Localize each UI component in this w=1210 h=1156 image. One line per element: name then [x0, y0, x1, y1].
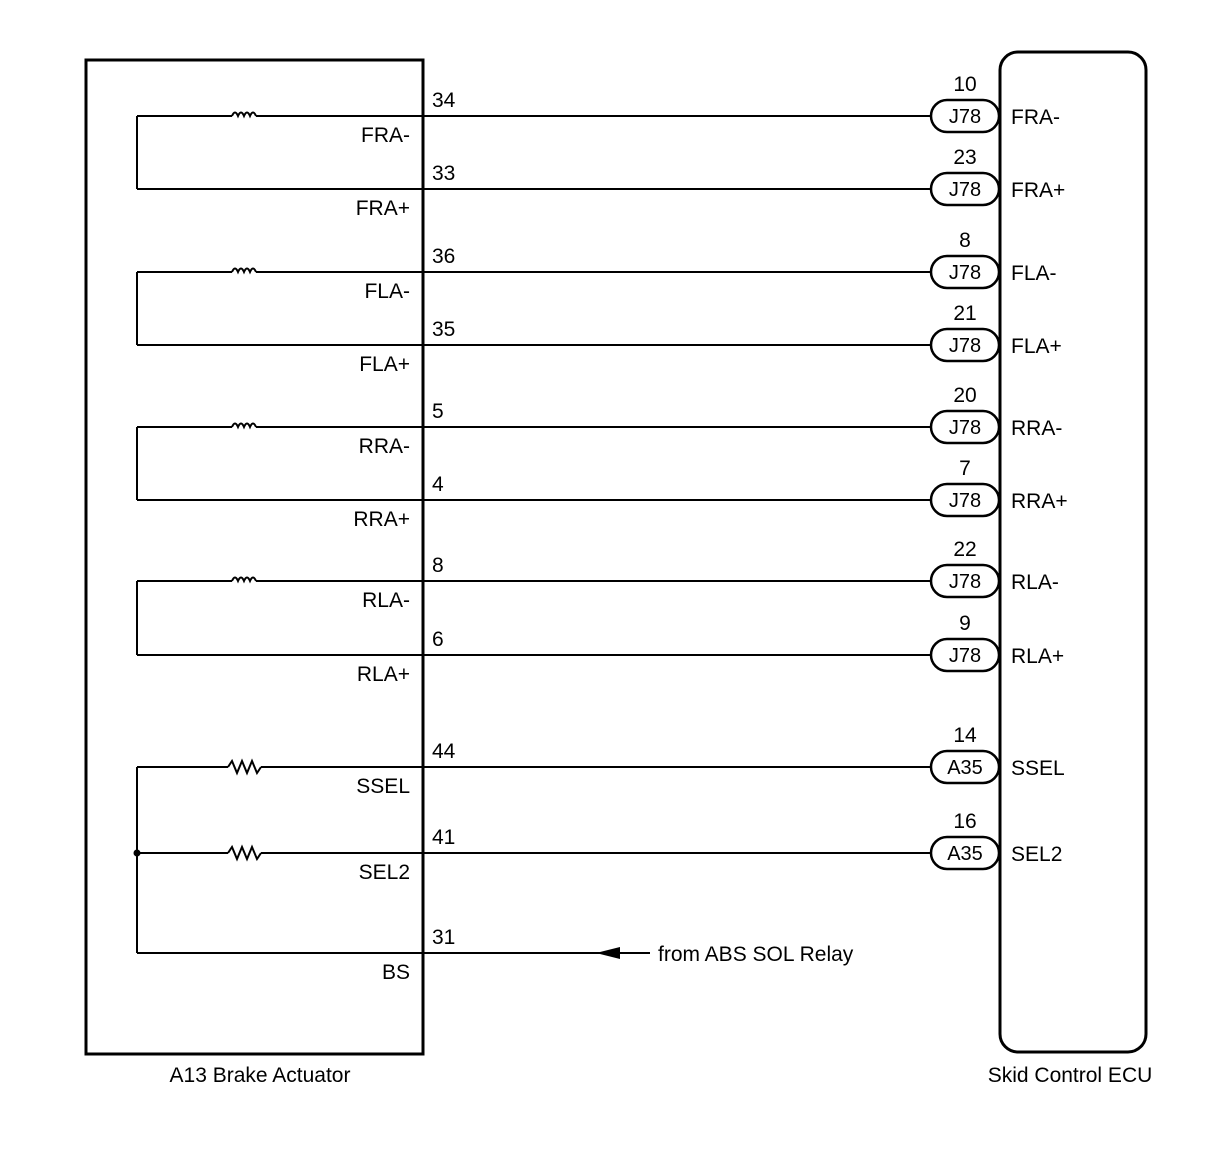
circuit-2-bottom-ecu-pin-number: 21 — [953, 302, 976, 325]
switch-line-2-connector-label: A35 — [947, 843, 983, 865]
circuit-1-top-connector-label: J78 — [949, 106, 981, 128]
circuit-1-top-pin-number: 34 — [432, 89, 456, 112]
circuit-1-bottom-signal-label: FRA+ — [356, 197, 410, 220]
coil-icon — [231, 422, 257, 430]
circuit-4-top-connector — [929, 563, 1001, 599]
relay-arrow-icon — [596, 947, 620, 959]
switch-line-1-pin-number: 44 — [432, 740, 456, 763]
circuit-4-top-ecu-pin-number: 22 — [953, 538, 976, 561]
circuit-4-top-signal-label: RLA- — [362, 589, 410, 612]
circuit-2-bottom-connector — [929, 327, 1001, 363]
circuit-2-bottom-signal-label: FLA+ — [359, 353, 410, 376]
circuit-3-bottom-pin-number: 4 — [432, 473, 444, 496]
circuit-4-top-ecu-signal-label: RLA- — [1011, 571, 1059, 594]
junction-dot — [133, 849, 141, 857]
switch-line-1-signal-label: SSEL — [356, 775, 410, 798]
coil-icon — [231, 576, 257, 584]
bs-pin-number: 31 — [432, 926, 455, 949]
circuit-4-bottom-ecu-signal-label: RLA+ — [1011, 645, 1064, 668]
switch-line-1-ecu-signal-label: SSEL — [1011, 757, 1065, 780]
circuit-2-top-pin-number: 36 — [432, 245, 455, 268]
circuit-3-bottom-connector-label: J78 — [949, 490, 981, 512]
circuit-2-bottom-ecu-signal-label: FLA+ — [1011, 335, 1062, 358]
circuit-1-bottom-connector-label: J78 — [949, 179, 981, 201]
circuit-4-top-connector-label: J78 — [949, 571, 981, 593]
circuit-3-top-pin-number: 5 — [432, 400, 444, 423]
circuit-3-top-ecu-pin-number: 20 — [953, 384, 976, 407]
circuit-1-top-signal-label: FRA- — [361, 124, 410, 147]
circuit-3-bottom-ecu-pin-number: 7 — [959, 457, 971, 480]
skid-control-ecu-box — [998, 50, 1148, 1054]
circuit-4-bottom-signal-label: RLA+ — [357, 663, 410, 686]
switch-line-2-ecu-pin-number: 16 — [953, 810, 976, 833]
circuit-3-top-connector-label: J78 — [949, 417, 981, 439]
switch-line-2-ecu-signal-label: SEL2 — [1011, 843, 1062, 866]
circuit-2-bottom-connector-label: J78 — [949, 335, 981, 357]
switch-line-2-pin-number: 41 — [432, 826, 455, 849]
circuit-2-top-signal-label: FLA- — [364, 280, 410, 303]
bs-signal-label: BS — [382, 961, 410, 984]
circuit-1-bottom-ecu-pin-number: 23 — [953, 146, 976, 169]
circuit-3-bottom-ecu-signal-label: RRA+ — [1011, 490, 1068, 513]
resistor-icon — [227, 844, 262, 862]
circuit-1-top-ecu-pin-number: 10 — [953, 73, 976, 96]
actuator-caption: A13 Brake Actuator — [170, 1064, 351, 1087]
circuit-4-bottom-connector — [929, 637, 1001, 673]
circuit-1-bottom-pin-number: 33 — [432, 162, 455, 185]
circuit-3-top-ecu-signal-label: RRA- — [1011, 417, 1062, 440]
circuit-3-bottom-connector — [929, 482, 1001, 518]
brake-actuator-box — [84, 58, 425, 1056]
circuit-3-top-signal-label: RRA- — [359, 435, 410, 458]
circuit-3-bottom-signal-label: RRA+ — [353, 508, 410, 531]
circuit-2-top-connector — [929, 254, 1001, 290]
circuit-2-top-ecu-signal-label: FLA- — [1011, 262, 1057, 285]
circuit-4-bottom-ecu-pin-number: 9 — [959, 612, 971, 635]
circuit-1-bottom-ecu-signal-label: FRA+ — [1011, 179, 1065, 202]
switch-line-2-signal-label: SEL2 — [359, 861, 410, 884]
switch-line-1-ecu-pin-number: 14 — [953, 724, 977, 747]
bs-line: 31 BS from ABS SOL Relay — [137, 926, 854, 984]
switch-line-2-connector — [929, 835, 1001, 871]
circuit-2-top-connector-label: J78 — [949, 262, 981, 284]
circuit-2-top-ecu-pin-number: 8 — [959, 229, 971, 252]
relay-note: from ABS SOL Relay — [658, 943, 854, 966]
circuit-1-bottom-connector — [929, 171, 1001, 207]
ecu-caption: Skid Control ECU — [988, 1064, 1153, 1087]
circuit-1-top-ecu-signal-label: FRA- — [1011, 106, 1060, 129]
circuit-2-bottom-pin-number: 35 — [432, 318, 455, 341]
circuit-4-top-pin-number: 8 — [432, 554, 444, 577]
switch-line-1-connector — [929, 749, 1001, 785]
circuit-4-bottom-pin-number: 6 — [432, 628, 444, 651]
circuit-4-bottom-connector-label: J78 — [949, 645, 981, 667]
coil-icon — [231, 267, 257, 275]
switch-line-1-connector-label: A35 — [947, 757, 983, 779]
coil-icon — [231, 111, 257, 119]
circuit-3-top-connector — [929, 409, 1001, 445]
circuit-1-top-connector — [929, 98, 1001, 134]
resistor-icon — [227, 758, 262, 776]
